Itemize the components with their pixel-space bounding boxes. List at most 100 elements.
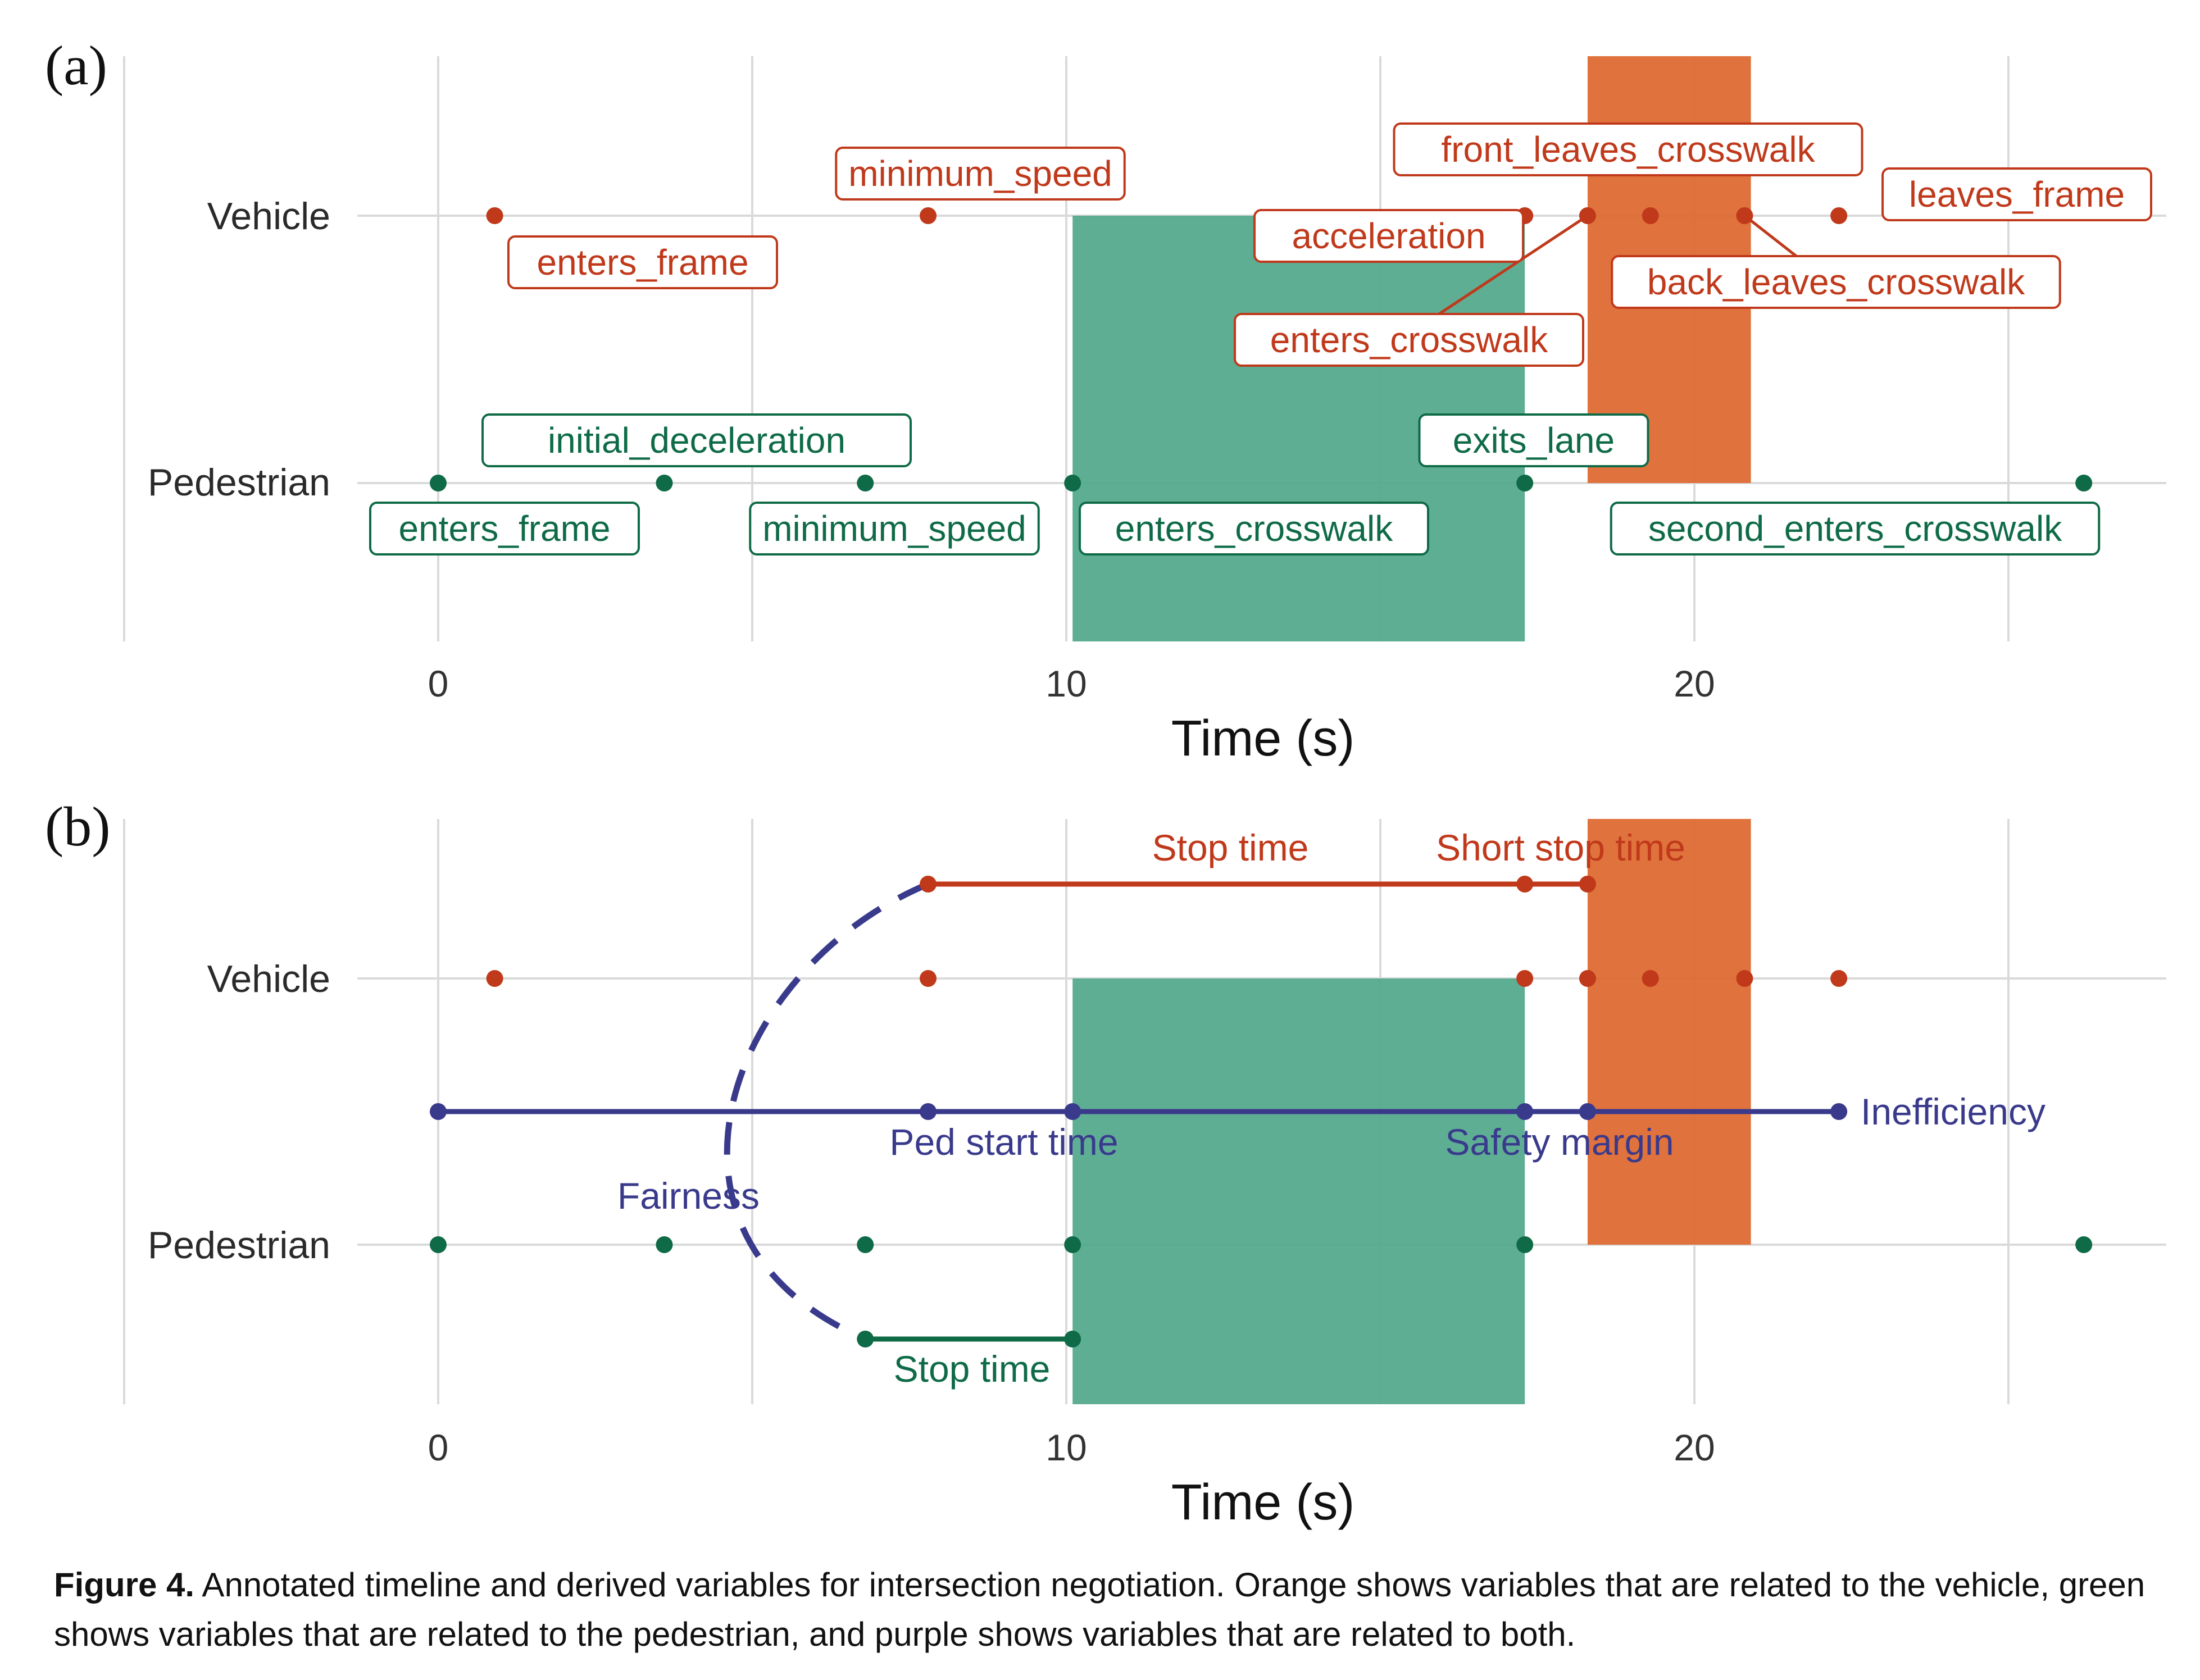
label-box [481, 413, 912, 467]
x-tick-label: 0 [428, 663, 449, 704]
panel-label-b: (b) [45, 795, 111, 858]
x-tick-label: 10 [1046, 1427, 1087, 1468]
label-box [369, 502, 640, 556]
label-text: exits_lane [1453, 420, 1615, 461]
vehicle-stop-point [920, 876, 937, 893]
vehicle-event-label: back_leaves_crosswalk [1611, 255, 2061, 309]
label-text: enters_crosswalk [1115, 508, 1393, 549]
vehicle-event-point [1736, 207, 1753, 224]
both-event-point [1579, 1103, 1596, 1120]
pedestrian-event-point [1516, 475, 1534, 491]
event-points [430, 207, 2093, 491]
pedestrian-event-point [1064, 475, 1081, 491]
pedestrian-event-point [857, 475, 874, 491]
pedestrian-stop-point [1064, 1331, 1081, 1347]
vehicle-event-point [1579, 970, 1596, 987]
pedestrian-event-point [656, 475, 673, 491]
short-stop-time-label: Short stop time [1436, 827, 1685, 868]
vehicle-event-point [1830, 207, 1848, 224]
pedestrian-event-point [857, 1236, 874, 1253]
pedestrian-event-label: minimum_speed [749, 502, 1040, 556]
label-box [1881, 167, 2152, 221]
pedestrian-event-point [2075, 475, 2093, 491]
panel-label-a: (a) [45, 34, 107, 97]
row-label-pedestrian: Pedestrian [148, 1224, 330, 1267]
vehicle-event-point [920, 207, 937, 224]
both-event-point [1830, 1103, 1848, 1120]
event-points [430, 876, 2093, 1347]
figure: (a) Vehicle Pedestrian enters_frameminim… [45, 34, 2166, 1531]
leader-lines [1437, 214, 1799, 316]
leader-line [1743, 215, 1799, 258]
vehicle-event-point [1736, 970, 1753, 987]
label-text: front_leaves_crosswalk [1441, 129, 1815, 170]
both-event-point [920, 1103, 937, 1120]
label-box [1611, 255, 2061, 309]
vehicle-event-point [1830, 970, 1848, 987]
vehicle-event-label: acceleration [1253, 209, 1524, 263]
label-text: second_enters_crosswalk [1648, 508, 2062, 549]
x-axis-title: Time (s) [1171, 1474, 1355, 1531]
label-text: acceleration [1292, 216, 1485, 256]
panel-b: (b) Vehicle Pedestrian Stop time Short st… [45, 795, 2166, 1531]
label-box [749, 502, 1040, 556]
vehicle-stop-time-label: Stop time [1152, 827, 1309, 868]
label-box [1418, 413, 1649, 467]
x-tick-label: 20 [1674, 1427, 1715, 1468]
row-label-vehicle: Vehicle [207, 958, 330, 1000]
label-text: enters_crosswalk [1270, 320, 1548, 360]
vehicle-event-label: leaves_frame [1881, 167, 2152, 221]
vehicle-event-point [920, 970, 937, 987]
vehicle-event-point [486, 207, 503, 224]
label-text: initial_deceleration [548, 420, 846, 461]
pedestrian-event-point [1064, 1236, 1081, 1253]
label-text: leaves_frame [1909, 174, 2125, 215]
label-box [835, 147, 1126, 201]
row-label-vehicle: Vehicle [207, 195, 330, 238]
vehicle-event-label: front_leaves_crosswalk [1393, 122, 1863, 176]
x-tick-label: 0 [428, 1427, 449, 1468]
vehicle-event-point [1642, 207, 1659, 224]
pedestrian-event-point [430, 475, 447, 491]
pedestrian-band [1072, 978, 1525, 1404]
pedestrian-event-label: enters_frame [369, 502, 640, 556]
both-event-point [430, 1103, 447, 1120]
pedestrian-event-label: enters_crosswalk [1079, 502, 1429, 556]
label-text: enters_frame [537, 242, 748, 283]
fairness-label: Fairness [617, 1175, 760, 1217]
vehicle-event-point [1642, 970, 1659, 987]
vehicle-stop-point [1516, 876, 1534, 893]
pedestrian-event-label: initial_deceleration [481, 413, 912, 467]
pedestrian-event-label: exits_lane [1418, 413, 1649, 467]
both-event-point [1516, 1103, 1534, 1120]
pedestrian-event-point [1516, 1236, 1534, 1253]
label-box [1079, 502, 1429, 556]
leader-line [1437, 214, 1589, 316]
vehicle-event-point [1516, 970, 1534, 987]
pedestrian-event-label: second_enters_crosswalk [1610, 502, 2101, 556]
vehicle-event-point [1579, 207, 1596, 224]
both-event-point [1064, 1103, 1081, 1120]
safety-margin-label: Safety margin [1445, 1121, 1674, 1163]
x-tick-label: 20 [1674, 663, 1715, 704]
row-label-pedestrian: Pedestrian [148, 461, 330, 504]
pedestrian-event-point [430, 1236, 447, 1253]
pedestrian-stop-point [857, 1331, 874, 1347]
label-box [507, 235, 778, 289]
panel-a: (a) Vehicle Pedestrian enters_frameminim… [45, 34, 2166, 767]
vehicle-event-label: minimum_speed [835, 147, 1126, 201]
label-text: minimum_speed [762, 508, 1026, 549]
label-box [1234, 313, 1584, 367]
pedestrian-event-point [656, 1236, 673, 1253]
derived-lines [438, 881, 1839, 1342]
label-box [1253, 209, 1524, 263]
label-box [1610, 502, 2101, 556]
fairness-dashed-arc [724, 881, 930, 1342]
vehicle-event-point [486, 970, 503, 987]
label-text: back_leaves_crosswalk [1647, 262, 2025, 302]
x-axis-title: Time (s) [1171, 711, 1355, 767]
caption-text: Annotated timeline and derived variables… [54, 1566, 2146, 1653]
bands [1072, 819, 1751, 1404]
